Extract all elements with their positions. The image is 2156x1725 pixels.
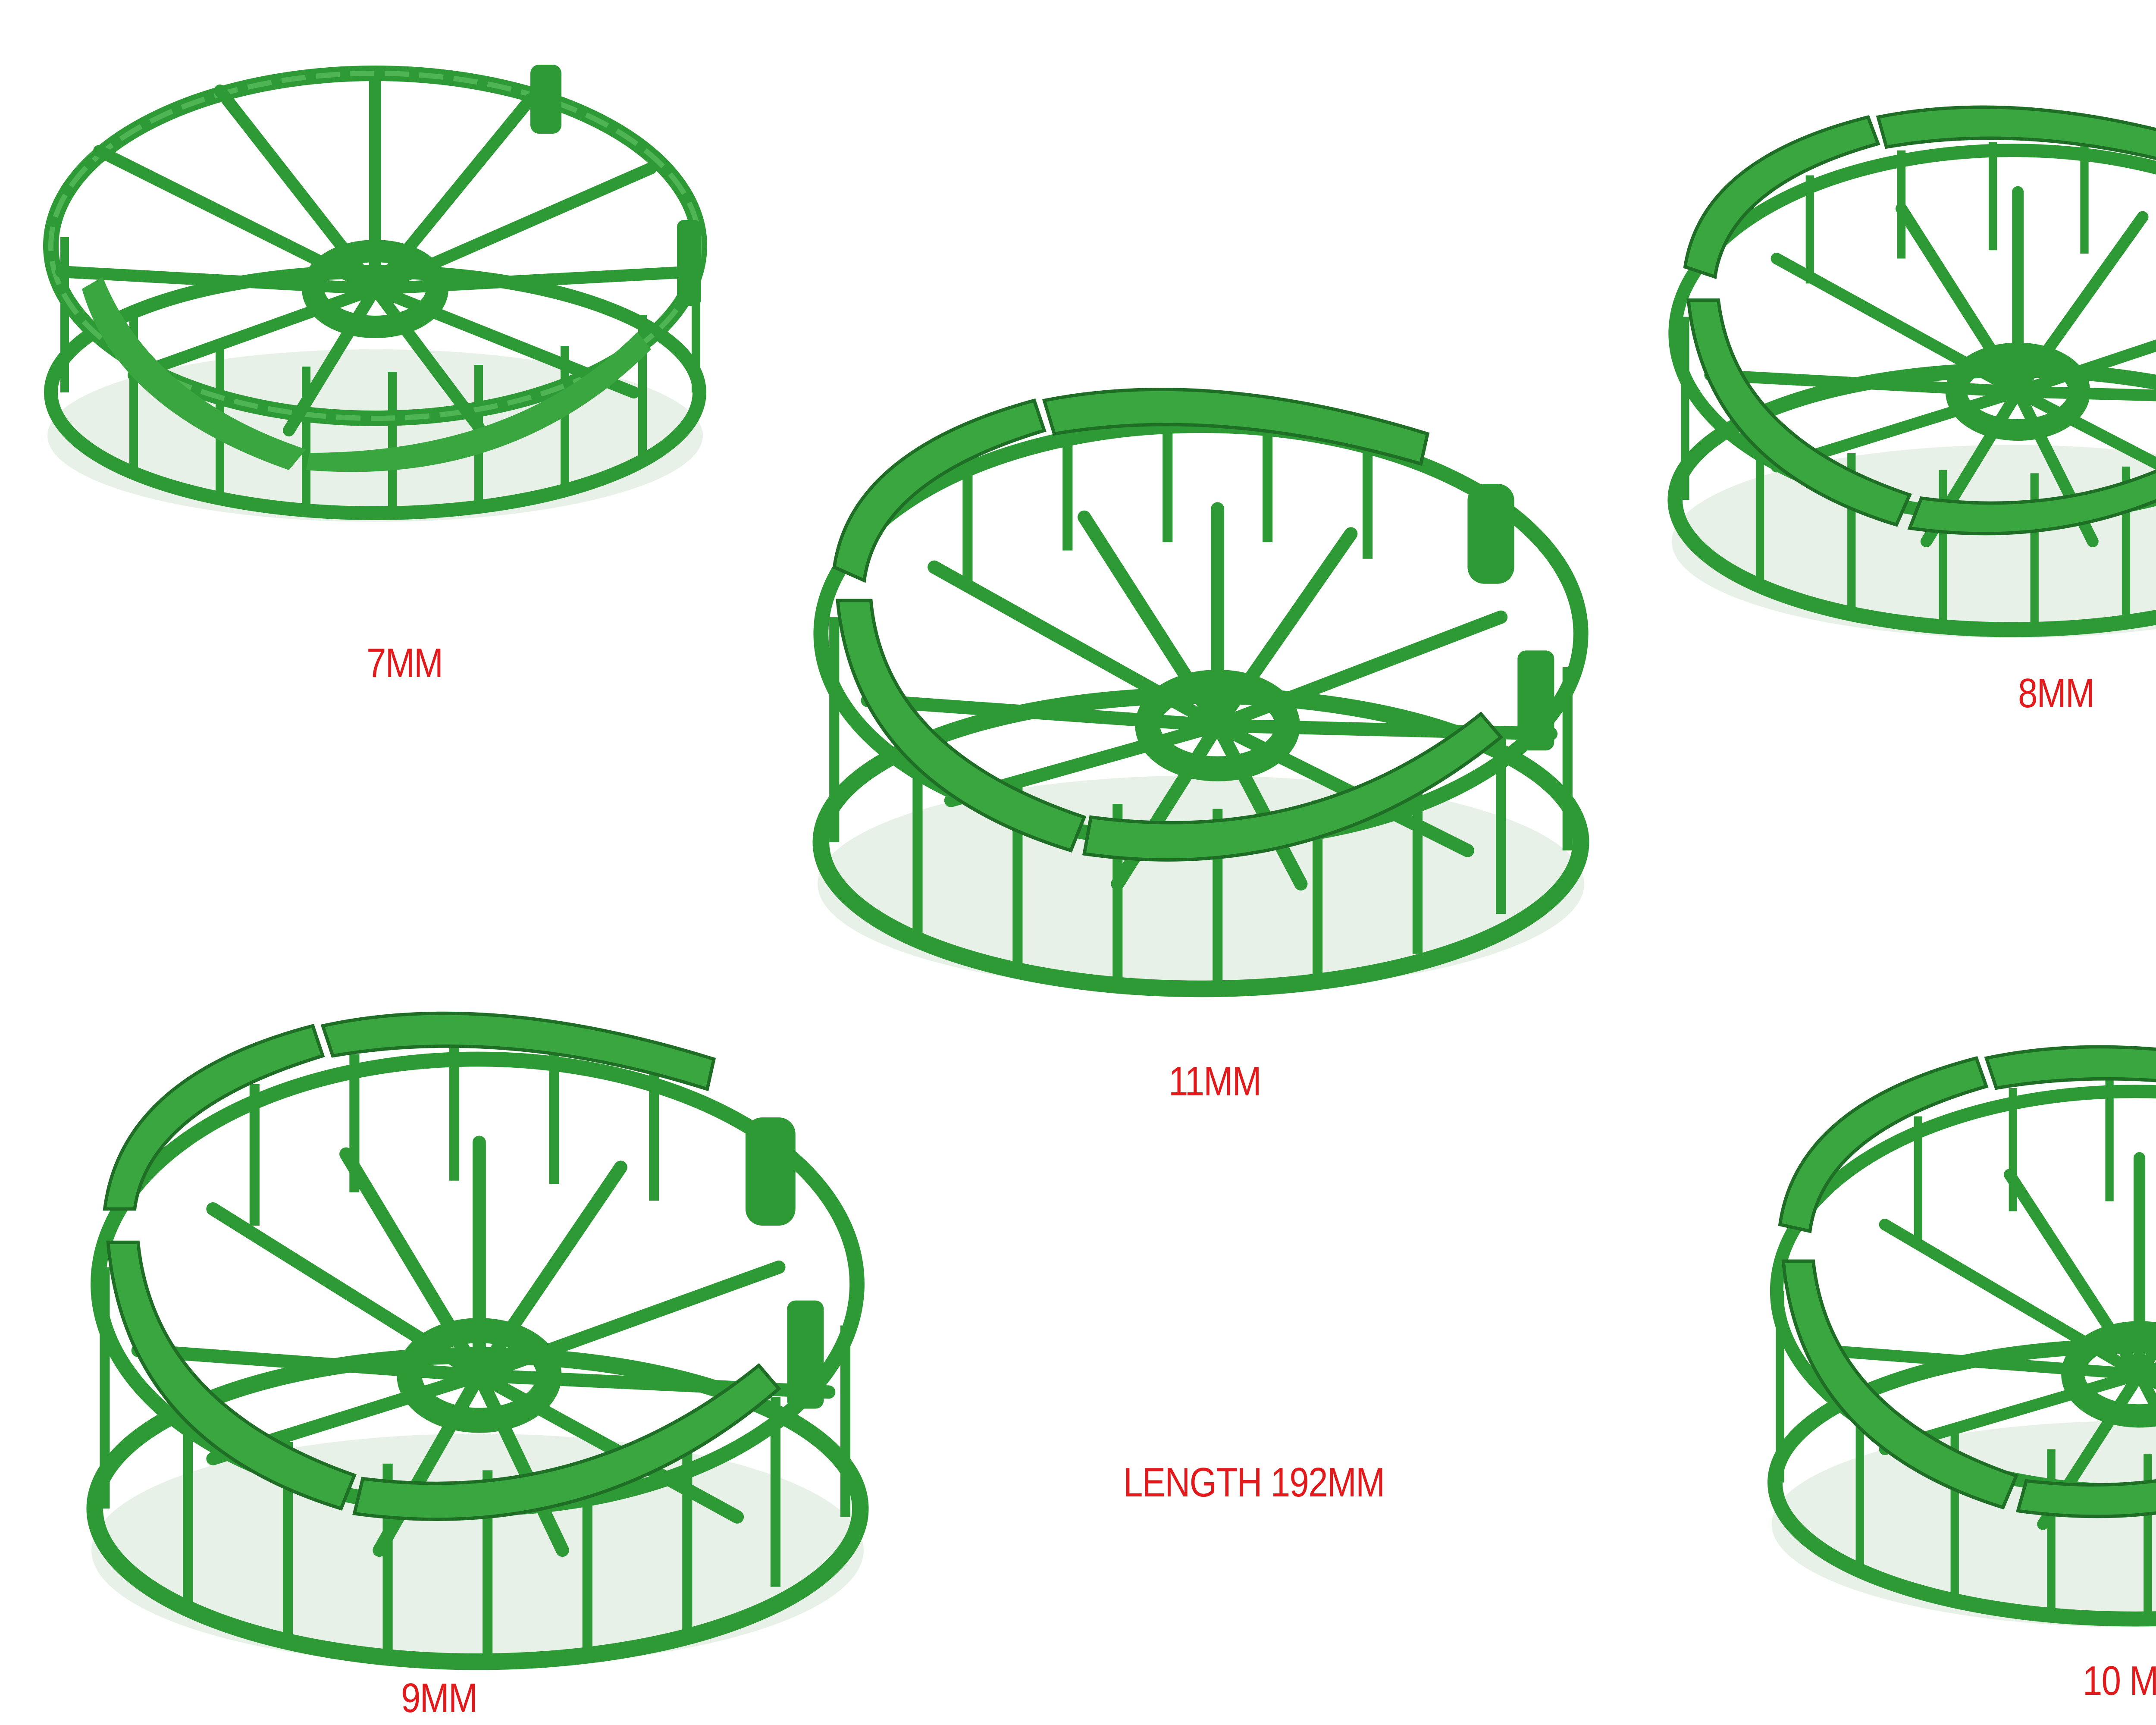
ring-tree-render [812,388,1589,997]
ring-tree-model-10mm [1759,1041,2156,1632]
size-label-10mm: 10 MM [2083,1658,2156,1704]
ring-tree-model-8mm [1660,99,2156,643]
ring-tree-model-9mm [80,1000,875,1675]
ring-tree-render [86,1011,869,1670]
size-label-9mm: 9MM [401,1675,478,1721]
size-label-11mm: 11MM [1169,1058,1262,1104]
ring-tree-model-7mm [30,30,720,530]
ring-tree-render [1667,105,2156,638]
length-label: LENGTH 192MM [1123,1459,1385,1505]
ring-tree-render [43,65,707,522]
ring-tree-render [1767,1045,2156,1628]
ring-tree-model-11mm [800,384,1602,1000]
size-label-7mm: 7MM [367,640,443,686]
size-label-8mm: 8MM [2018,670,2095,716]
